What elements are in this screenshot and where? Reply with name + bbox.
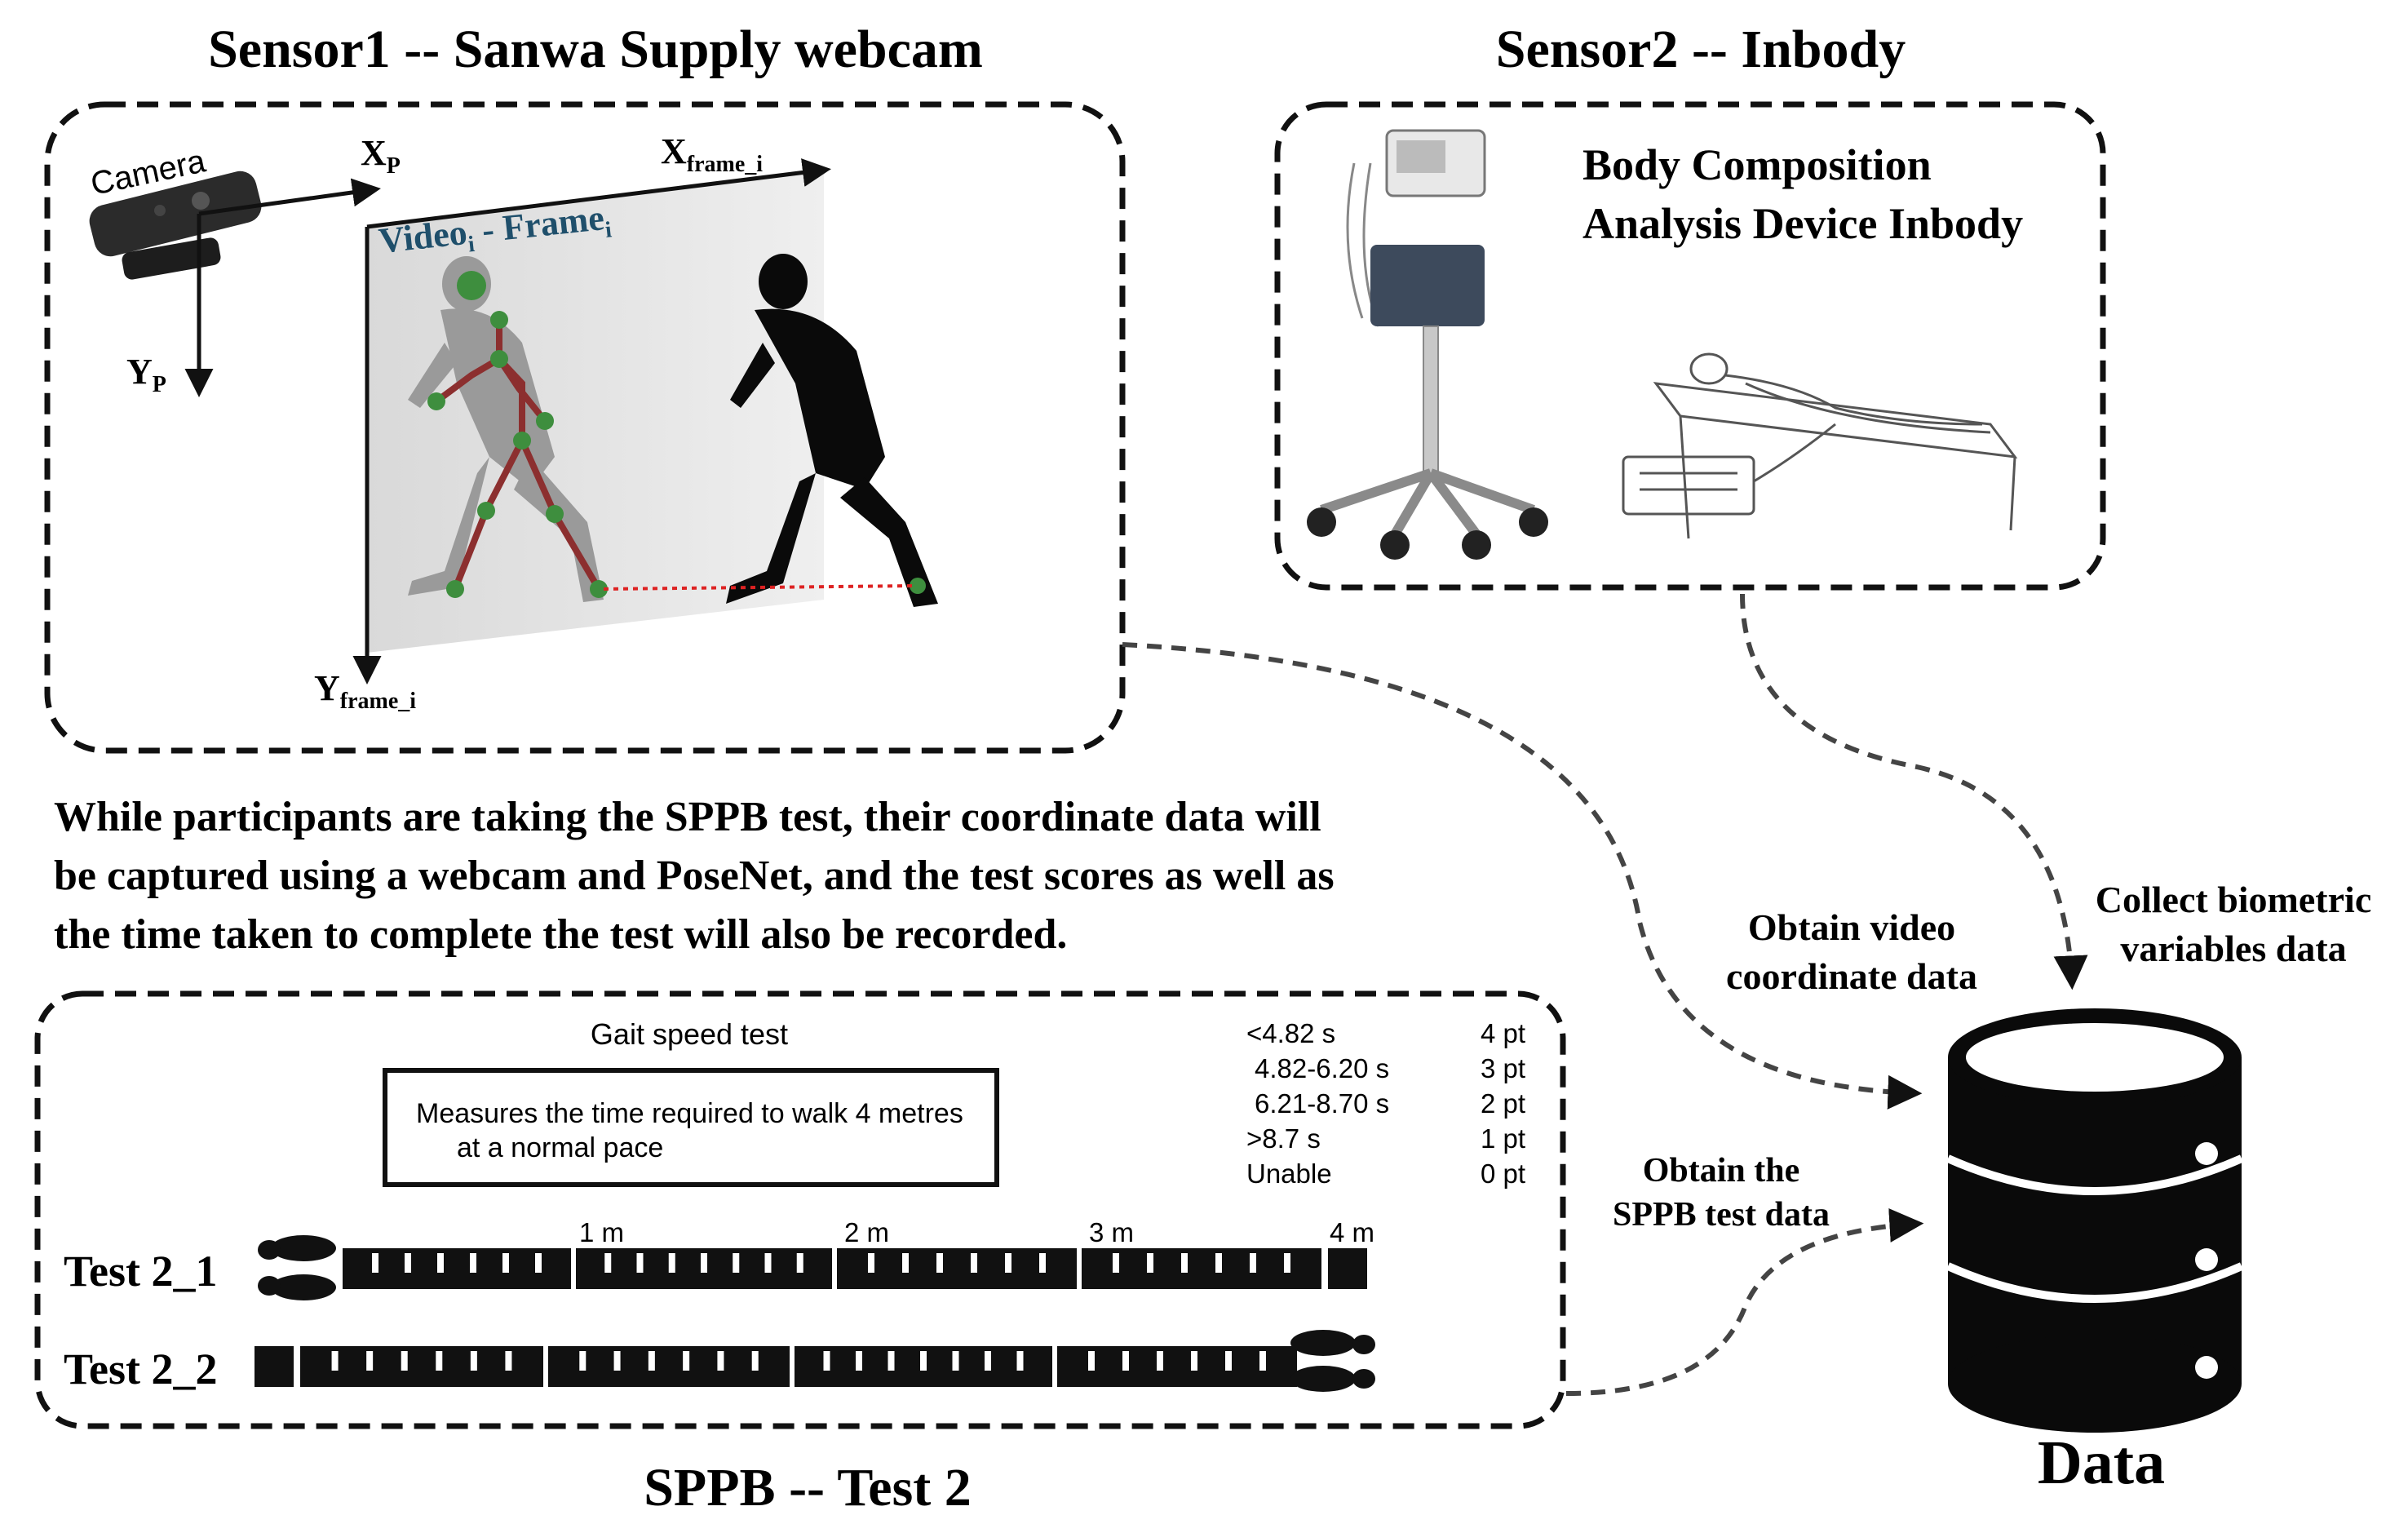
description-line-2: be captured using a webcam and PoseNet, …	[54, 853, 1335, 899]
yp-label: YP	[126, 352, 166, 397]
footprints-end-icon	[1290, 1330, 1375, 1392]
description-line-3: the time taken to complete the test will…	[54, 911, 1067, 958]
track1-segment-1	[576, 1248, 832, 1289]
track2-segment-2	[548, 1346, 790, 1387]
distance-mark-2: 2 m	[844, 1217, 889, 1247]
patient-lying-sketch-icon	[1622, 352, 2018, 539]
sensor1-title: Sensor1 -- Sanwa Supply webcam	[208, 20, 983, 79]
sppb-data-flow-arrow	[1565, 1208, 1924, 1396]
xframe-axis-arrow	[366, 158, 831, 229]
posenet-keypoints	[427, 271, 608, 598]
flow-sppb-line-2: SPPB test data	[1613, 1196, 1830, 1234]
score-time-1: 4.82-6.20 s	[1255, 1053, 1389, 1083]
measure-description-box	[383, 1068, 999, 1187]
score-points-3: 1 pt	[1481, 1123, 1525, 1154]
track1-segment-4	[1328, 1248, 1367, 1289]
walker-silhouette-figure	[726, 254, 938, 607]
track-test-2-2	[255, 1346, 1297, 1387]
sensor1-box	[44, 101, 1126, 754]
track2-segment-4	[1057, 1346, 1297, 1387]
track-test-2-1	[343, 1248, 1367, 1289]
video-data-flow-arrow	[1122, 642, 1923, 1110]
stride-distance-line	[603, 584, 916, 591]
track1-segment-0	[343, 1248, 571, 1289]
ankle-keypoint	[910, 578, 926, 594]
score-points-4: 0 pt	[1481, 1159, 1525, 1189]
score-time-4: Unable	[1246, 1159, 1332, 1189]
distance-mark-3: 3 m	[1089, 1217, 1134, 1247]
xp-label: XP	[361, 133, 401, 179]
sensor2-box	[1274, 101, 2106, 591]
score-points-0: 4 pt	[1481, 1018, 1525, 1048]
webcam-icon	[89, 171, 262, 280]
xframe-label: Xframe_i	[661, 131, 763, 177]
flow-bio-line-1: Collect biometric	[2096, 879, 2371, 920]
flow-video-line-1: Obtain video	[1748, 906, 1955, 948]
track1-segment-3	[1082, 1248, 1321, 1289]
track1-segment-2	[837, 1248, 1077, 1289]
score-time-0: <4.82 s	[1246, 1018, 1335, 1048]
sensor2-title: Sensor2 -- Inbody	[1496, 20, 1906, 79]
score-table: <4.82 s 4 pt 4.82-6.20 s 3 pt 6.21-8.70 s 2 p…	[1246, 1018, 1525, 1189]
description-line-1: While participants are taking the SPPB t…	[54, 794, 1321, 840]
score-time-3: >8.7 s	[1246, 1123, 1321, 1154]
flow-sppb-line-1: Obtain the	[1643, 1152, 1800, 1190]
measure-line-2: at a normal pace	[457, 1132, 663, 1163]
score-time-2: 6.21-8.70 s	[1255, 1088, 1389, 1119]
device-line-1: Body Composition	[1582, 140, 1932, 189]
score-points-2: 2 pt	[1481, 1088, 1525, 1119]
yframe-label: Yframe_i	[314, 668, 416, 714]
track2-segment-0	[255, 1346, 294, 1387]
distance-marks: 1 m 2 m 3 m 4 m	[579, 1217, 1374, 1247]
flow-bio-line-2: variables data	[2120, 928, 2346, 969]
test-2-2-label: Test 2_2	[64, 1345, 218, 1393]
inbody-cart-icon	[1307, 129, 1548, 560]
flow-video-line-2: coordinate data	[1726, 955, 1977, 997]
biometric-data-flow-arrow	[1740, 593, 2088, 990]
sppb-box	[34, 990, 1566, 1429]
test-2-1-label: Test 2_1	[64, 1247, 218, 1296]
footprints-start-icon	[258, 1235, 336, 1300]
sppb-title: SPPB -- Test 2	[644, 1458, 972, 1517]
gait-speed-test-title: Gait speed test	[591, 1017, 788, 1051]
xp-axis-arrow	[198, 178, 381, 216]
database-icon	[1945, 1008, 2244, 1433]
device-line-2: Analysis Device Inbody	[1582, 199, 2023, 248]
distance-mark-1: 1 m	[579, 1217, 624, 1247]
track2-segment-1	[300, 1346, 543, 1387]
track2-segment-3	[795, 1346, 1052, 1387]
database-label: Data	[2038, 1429, 2165, 1497]
score-points-1: 3 pt	[1481, 1053, 1525, 1083]
measure-line-1: Measures the time required to walk 4 met…	[416, 1098, 963, 1129]
distance-mark-4: 4 m	[1330, 1217, 1374, 1247]
